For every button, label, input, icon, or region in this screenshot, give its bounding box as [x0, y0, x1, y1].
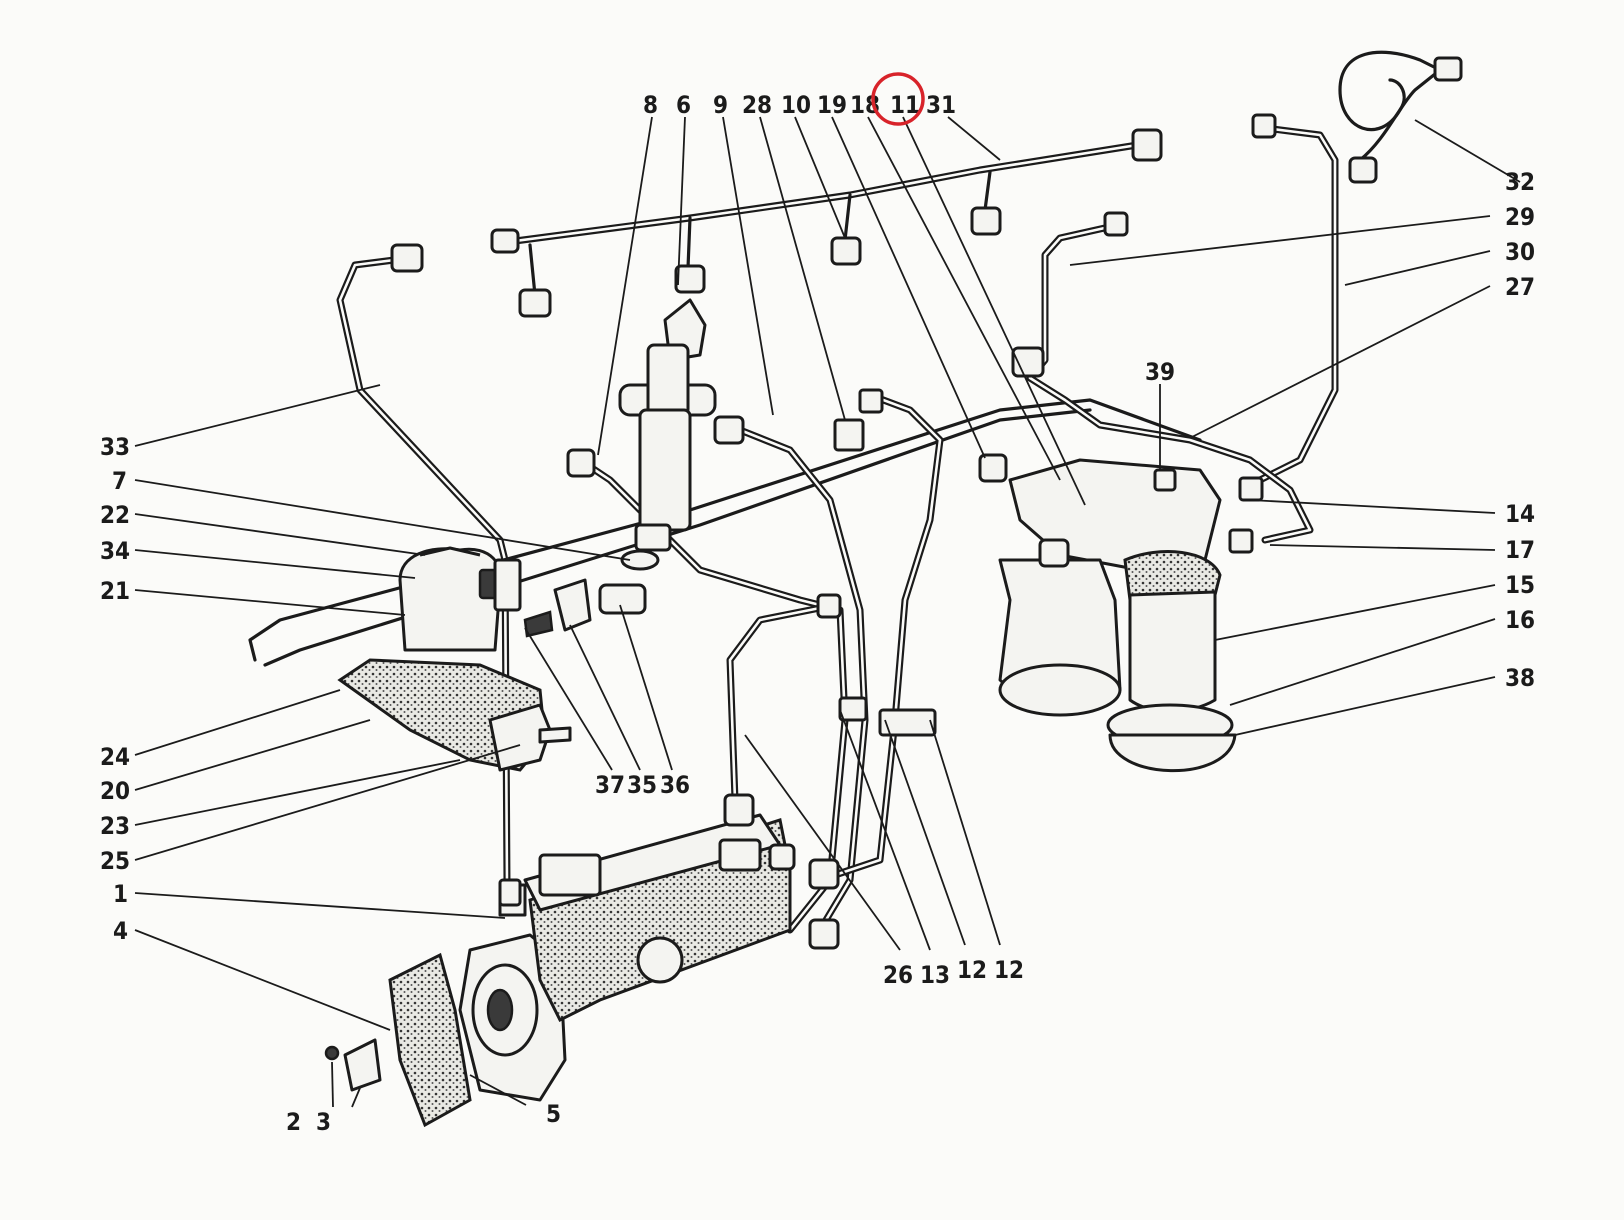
callout-bottom-4: 26 [883, 961, 913, 989]
callout-left-2: 7 [112, 467, 127, 495]
callout-bottom-10: 5 [546, 1100, 561, 1128]
callout-bottom-8: 2 [286, 1108, 301, 1136]
callout-left-5: 21 [100, 577, 130, 605]
callout-left-6: 24 [100, 743, 130, 771]
fuel-filter [998, 458, 1264, 773]
callout-right-10: 38 [1505, 664, 1535, 692]
callout-right-5: 39 [1145, 358, 1175, 386]
callout-bottom-2: 35 [627, 771, 657, 799]
callout-top-1: 8 [643, 91, 658, 119]
callout-bottom-1: 37 [595, 771, 625, 799]
callout-right-3: 30 [1505, 238, 1535, 266]
callout-top-6: 19 [817, 91, 847, 119]
callout-right-7: 17 [1505, 536, 1535, 564]
callout-left-7: 20 [100, 777, 130, 805]
callout-left-10: 1 [113, 880, 128, 908]
callout-top-9: 31 [926, 91, 956, 119]
callout-bottom-6: 12 [957, 956, 987, 984]
lift-pump [337, 546, 572, 772]
callout-right-8: 15 [1505, 571, 1535, 599]
injection-pump [324, 813, 792, 1128]
callout-top-3: 9 [713, 91, 728, 119]
callout-left-9: 25 [100, 847, 130, 875]
callout-bottom-9: 3 [316, 1108, 331, 1136]
callout-bottom-7: 12 [994, 956, 1024, 984]
injector [618, 298, 717, 571]
callout-top-7: 18 [850, 91, 880, 119]
callout-top-8: 11 [890, 91, 920, 119]
highlight-circle [871, 72, 925, 126]
callout-left-3: 22 [100, 501, 130, 529]
callout-left-8: 23 [100, 812, 130, 840]
callout-right-6: 14 [1505, 500, 1535, 528]
callout-bottom-3: 36 [660, 771, 690, 799]
callout-bottom-5: 13 [920, 961, 950, 989]
callout-right-9: 16 [1505, 606, 1535, 634]
banjo-fittings [523, 578, 647, 638]
callout-top-4: 28 [742, 91, 772, 119]
callout-right-4: 27 [1505, 273, 1535, 301]
callout-left-1: 33 [100, 433, 130, 461]
leak-off-rail [496, 139, 1154, 297]
callout-left-4: 34 [100, 537, 130, 565]
callout-right-2: 29 [1505, 203, 1535, 231]
callout-labels: 8 6 9 28 10 19 18 11 31 32 29 30 27 39 1… [100, 91, 1535, 1136]
pipe-32 [1338, 50, 1442, 172]
callout-right-1: 32 [1505, 168, 1535, 196]
filter-pipes [1026, 124, 1339, 544]
components [324, 56, 1463, 1128]
callout-left-11: 4 [113, 917, 128, 945]
callout-top-5: 10 [781, 91, 811, 119]
callout-top-2: 6 [676, 91, 691, 119]
leader-lines [134, 116, 1521, 1108]
brackets [493, 388, 937, 907]
